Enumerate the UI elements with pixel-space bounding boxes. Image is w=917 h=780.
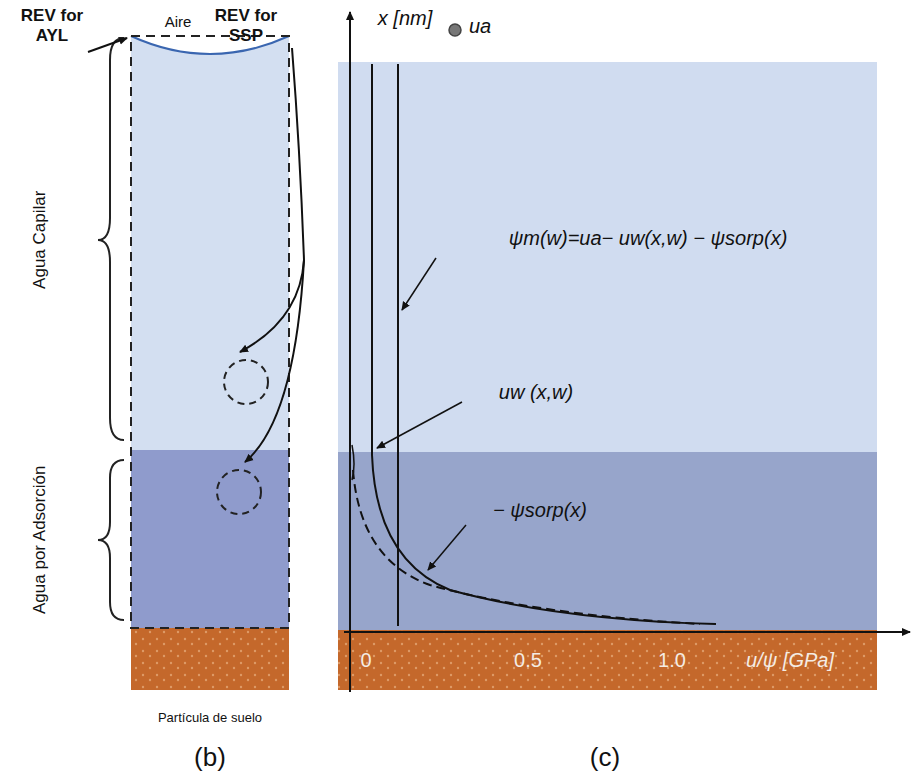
curve-label: ua	[469, 15, 491, 38]
tick-label: 1.0	[658, 649, 686, 672]
axis-label: x [nm]	[378, 7, 432, 30]
tick-label: 0.5	[514, 649, 542, 672]
tick-label: 0	[360, 649, 371, 672]
rev-label: REV for SSP	[209, 6, 283, 45]
curve-label: uw (x,w)	[499, 381, 573, 404]
panel-letter: (c)	[590, 743, 620, 773]
rev-label: REV for AYL	[15, 6, 89, 45]
particle-label: Partícula de suelo	[158, 711, 262, 726]
zone-label: Agua por Adsorción	[30, 466, 50, 614]
curve-label: ψm(w)=ua− uw(x,w) − ψsorp(x)	[509, 227, 788, 250]
curve-label: − ψsorp(x)	[493, 499, 587, 522]
axis-label: u/ψ [GPa]	[746, 649, 834, 672]
soil-column	[88, 36, 304, 690]
zone-label: Agua Capilar	[30, 191, 50, 289]
air-label: Aire	[165, 13, 192, 30]
panel-letter: (b)	[194, 743, 226, 773]
potential-plot	[338, 12, 910, 692]
